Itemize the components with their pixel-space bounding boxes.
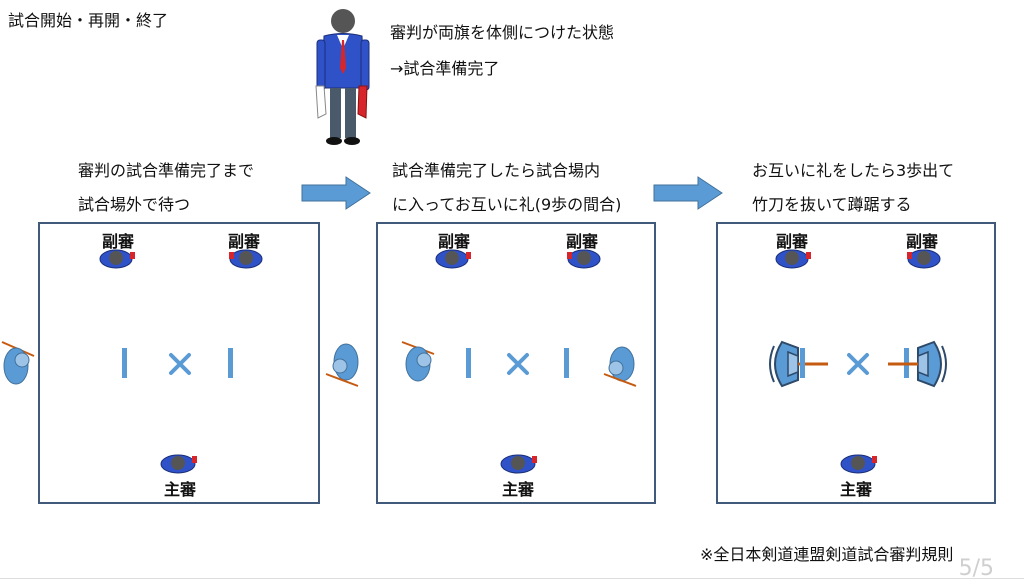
sub-referee-left-label: 副審 — [102, 232, 135, 251]
court-step3: 副審 副審 主審 — [716, 222, 996, 504]
start-line-right — [564, 348, 569, 378]
step2-caption-line2: に入ってお互いに礼(9歩の間合) — [392, 195, 622, 214]
start-line-right — [228, 348, 233, 378]
chief-referee-label: 主審 — [164, 480, 197, 499]
step1-caption-line2: 試合場外で待つ — [78, 195, 191, 214]
start-line-left — [122, 348, 127, 378]
sub-referee-left-label: 副審 — [438, 232, 471, 251]
center-mark-icon — [169, 353, 191, 375]
sub-referee-right-label: 副審 — [906, 232, 939, 251]
sub-referee-left-label: 副審 — [776, 232, 809, 251]
step2-caption-line1: 試合準備完了したら試合場内 — [392, 161, 601, 180]
source-note: ※全日本剣道連盟剣道試合審判規則 — [700, 545, 954, 564]
page-title: 試合開始・再開・終了 — [8, 11, 169, 30]
sub-referee-right-icon — [567, 249, 601, 269]
step3-caption-line2: 竹刀を抜いて蹲踞する — [752, 195, 912, 214]
center-mark-icon — [847, 353, 869, 375]
start-line-left — [800, 348, 805, 378]
page-number: 5/5 — [958, 556, 994, 581]
step1-caption-line1: 審判の試合準備完了まで — [78, 161, 255, 180]
sub-referee-left-icon — [99, 249, 135, 269]
start-line-left — [466, 348, 471, 378]
referee-note-line1: 審判が両旗を体側につけた状態 — [390, 23, 615, 42]
player-white-outside-icon — [325, 343, 359, 387]
standing-referee-figure — [315, 9, 370, 145]
step-arrow-1-icon — [301, 176, 371, 210]
step-arrow-2-icon — [653, 176, 723, 210]
sub-referee-right-icon — [229, 249, 263, 269]
footer-divider — [0, 578, 1024, 579]
sub-referee-left-icon — [775, 249, 811, 269]
player-red-icon — [401, 341, 435, 382]
chief-referee-label: 主審 — [502, 480, 535, 499]
player-white-icon — [603, 346, 637, 387]
chief-referee-icon — [500, 454, 537, 474]
sub-referee-right-label: 副審 — [566, 232, 599, 251]
chief-referee-icon — [840, 454, 877, 474]
court-step2: 副審 副審 主審 — [376, 222, 656, 504]
player-red-outside-icon — [1, 341, 35, 385]
player-white-crouching-icon — [888, 340, 947, 388]
center-mark-icon — [507, 353, 529, 375]
sub-referee-right-label: 副審 — [228, 232, 261, 251]
sub-referee-right-icon — [907, 249, 941, 269]
step3-caption-line1: お互いに礼をしたら3歩出て — [752, 161, 955, 180]
chief-referee-icon — [160, 454, 197, 474]
chief-referee-label: 主審 — [840, 480, 873, 499]
sub-referee-left-icon — [435, 249, 471, 269]
court-step1: 副審 副審 主審 — [38, 222, 320, 504]
referee-note-line2: →試合準備完了 — [390, 59, 500, 78]
player-red-crouching-icon — [769, 340, 828, 388]
